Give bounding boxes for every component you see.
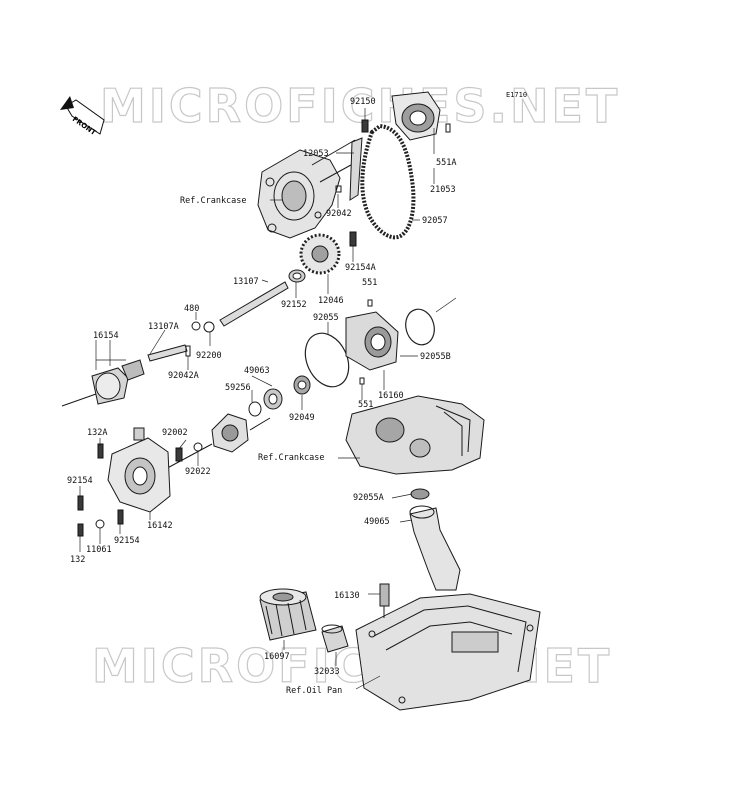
label-12046: 12046 xyxy=(318,296,344,306)
bolt-92154-left xyxy=(77,495,84,511)
label-92154-upper: 92154 xyxy=(67,476,93,486)
label-92154-lower: 92154 xyxy=(114,536,140,546)
o-ring-92055A xyxy=(410,488,430,500)
label-16142: 16142 xyxy=(147,521,173,531)
oil-pump-sprocket xyxy=(299,233,341,275)
label-92055B: 92055B xyxy=(420,352,451,362)
label-92150: 92150 xyxy=(350,97,376,107)
label-11061: 11061 xyxy=(86,545,112,555)
label-13107A: 13107A xyxy=(148,322,179,332)
label-13107: 13107 xyxy=(233,277,259,287)
pin-551-top xyxy=(367,299,373,307)
label-92200: 92200 xyxy=(196,351,222,361)
pump-shaft xyxy=(219,281,289,327)
drive-chain xyxy=(360,123,416,240)
label-92042: 92042 xyxy=(326,209,352,219)
label-551A: 551A xyxy=(436,158,456,168)
label-49065: 49065 xyxy=(364,517,390,527)
shaft-13107A xyxy=(147,344,188,362)
label-32033: 32033 xyxy=(314,667,340,677)
label-551-top: 551 xyxy=(362,278,377,288)
label-12053: 12053 xyxy=(303,149,329,159)
label-16130: 16130 xyxy=(334,591,360,601)
label-16160: 16160 xyxy=(378,391,404,401)
pin-92042 xyxy=(335,185,342,193)
chain-guide xyxy=(349,137,363,201)
leader-lines xyxy=(79,128,435,690)
label-92055A: 92055A xyxy=(353,493,384,503)
washer-480 xyxy=(191,321,201,331)
impeller xyxy=(159,413,271,473)
oil-filter xyxy=(259,588,317,641)
label-92154A: 92154A xyxy=(345,263,376,273)
pump-body-16142 xyxy=(107,427,171,513)
bolt-132A xyxy=(97,443,104,459)
label-ref-crankcase-lower: Ref.Crankcase xyxy=(258,453,325,463)
label-92049: 92049 xyxy=(289,413,315,423)
label-49063: 49063 xyxy=(244,366,270,376)
label-480: 480 xyxy=(184,304,199,314)
bolt-92154-right xyxy=(117,509,124,525)
part-labels: 92150 12053 551A 21053 Ref.Crankcase 920… xyxy=(67,97,456,696)
washer-92022 xyxy=(193,442,203,452)
washer-92200 xyxy=(203,321,215,333)
o-ring-92055 xyxy=(304,332,350,388)
bolt-92154A xyxy=(349,231,357,247)
oil-pan xyxy=(355,593,541,711)
bolt-132 xyxy=(77,523,84,537)
label-92152: 92152 xyxy=(281,300,307,310)
pipe-32033 xyxy=(321,624,349,653)
seal-59256 xyxy=(248,401,262,417)
label-92002: 92002 xyxy=(162,428,188,438)
label-132A: 132A xyxy=(87,428,107,438)
oil-strainer xyxy=(409,505,461,591)
top-sprocket xyxy=(391,91,451,141)
label-21053: 21053 xyxy=(430,185,456,195)
label-ref-oil-pan: Ref.Oil Pan xyxy=(286,686,342,696)
label-132: 132 xyxy=(70,555,85,565)
label-59256: 59256 xyxy=(225,383,251,393)
watermark-top: MICROFICHES.NET xyxy=(100,79,620,133)
label-551-bottom: 551 xyxy=(358,400,373,410)
pump-rotor xyxy=(61,359,145,407)
front-arrow-icon: FRONT xyxy=(60,96,105,137)
bolt-92150 xyxy=(361,108,369,133)
collar-92152 xyxy=(288,269,306,283)
label-92057: 92057 xyxy=(422,216,448,226)
label-16154: 16154 xyxy=(93,331,119,341)
washer-11061 xyxy=(95,519,105,529)
diagram-code: E1710 xyxy=(506,91,527,99)
crankcase-housing xyxy=(257,139,361,239)
label-92022: 92022 xyxy=(185,467,211,477)
pump-cover-16160 xyxy=(345,311,399,371)
bolt-92002 xyxy=(175,447,183,462)
crankcase-lower xyxy=(345,395,485,475)
bearing-92049 xyxy=(293,375,311,395)
label-92055: 92055 xyxy=(313,313,339,323)
o-ring-92055B xyxy=(405,308,435,346)
oil-sensor xyxy=(379,583,390,618)
label-92042A: 92042A xyxy=(168,371,199,381)
mechanical-seal xyxy=(263,388,283,410)
label-ref-crankcase-upper: Ref.Crankcase xyxy=(180,196,247,206)
pin-551-bottom xyxy=(359,377,365,385)
label-16097: 16097 xyxy=(264,652,290,662)
